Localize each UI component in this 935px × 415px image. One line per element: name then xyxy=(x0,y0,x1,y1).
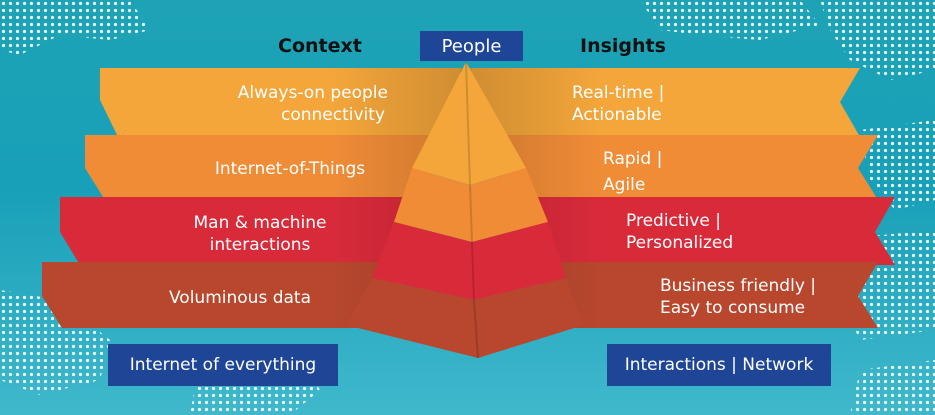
pyramid xyxy=(346,61,584,359)
left-band-4 xyxy=(42,262,400,328)
right-band-2-line1: Rapid | xyxy=(603,149,663,169)
context-heading: Context xyxy=(278,35,362,57)
interactions-network-box: Interactions | Network xyxy=(607,344,831,386)
right-band-4 xyxy=(532,262,878,328)
left-band-1-line1: Always-on people xyxy=(237,83,388,103)
right-band-3-line2: Personalized xyxy=(626,233,734,253)
left-band-4-label: Voluminous data xyxy=(140,287,340,309)
left-band-2-line1: Internet-of-Things xyxy=(214,159,366,179)
pyramid-tier-1 xyxy=(412,62,526,185)
right-band-4-line2: Easy to consume xyxy=(660,298,806,318)
right-band-1-label: Real-time | Actionable xyxy=(572,82,772,126)
left-band-3-label: Man & machine interactions xyxy=(170,212,350,256)
pyramid-tier-2 xyxy=(394,168,548,242)
people-box: People xyxy=(420,31,523,61)
right-band-1-line2: Actionable xyxy=(572,105,662,125)
pyramid-tier-4 xyxy=(346,278,584,358)
right-band-2-line2: Agile xyxy=(603,175,646,195)
internet-of-everything-box: Internet of everything xyxy=(108,344,338,386)
right-band-1-line1: Real-time | xyxy=(572,83,665,103)
left-band-3-line1: Man & machine xyxy=(193,213,327,233)
right-band-3-line1: Predictive | xyxy=(626,211,721,231)
right-band-3 xyxy=(510,197,895,265)
right-band-2-label: Rapid | Agile xyxy=(603,148,803,196)
left-band-2-label: Internet-of-Things xyxy=(190,158,390,180)
right-band-3-label: Predictive | Personalized xyxy=(626,210,826,254)
left-band-3-line2: interactions xyxy=(209,235,311,255)
left-band-1-label: Always-on people connectivity xyxy=(180,82,440,126)
right-band-4-line1: Business friendly | xyxy=(660,276,817,296)
right-band-4-label: Business friendly | Easy to consume xyxy=(660,275,860,319)
left-band-1-line2: connectivity xyxy=(280,105,385,125)
left-band-4-line1: Voluminous data xyxy=(169,288,311,308)
insights-heading: Insights xyxy=(580,35,666,57)
pyramid-tier-3 xyxy=(372,222,566,300)
